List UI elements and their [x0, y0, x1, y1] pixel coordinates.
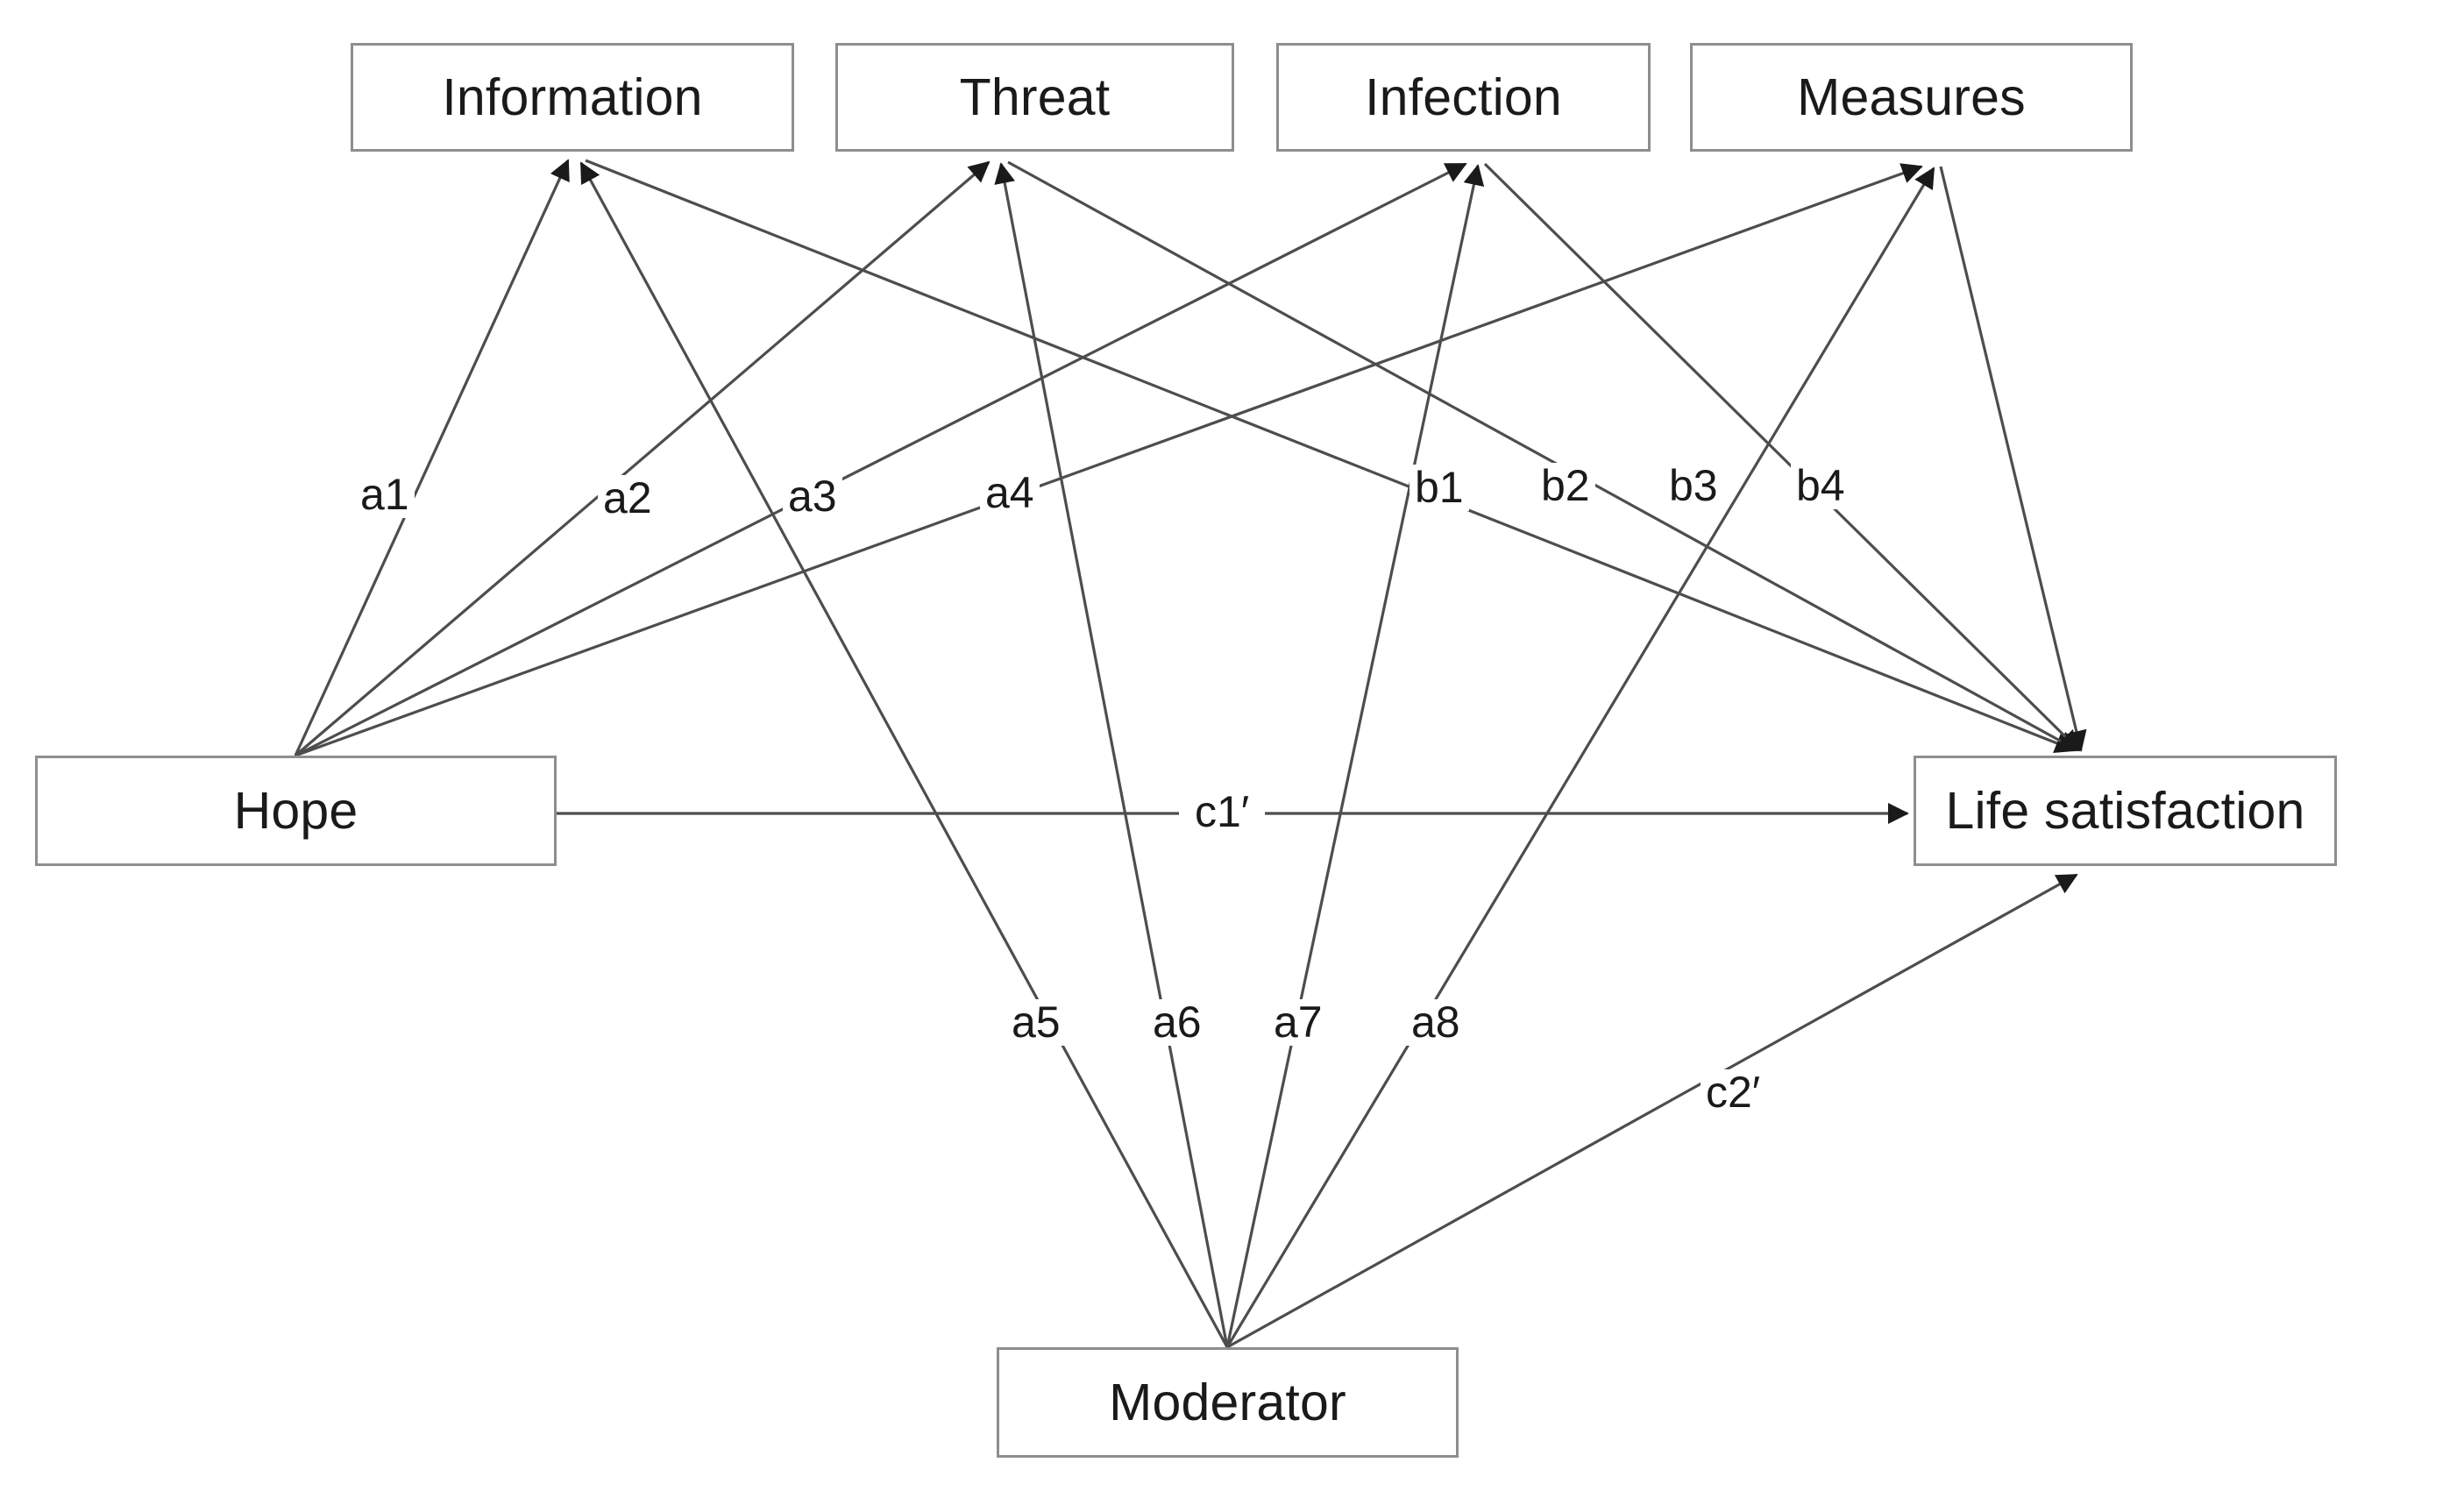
- path-label-b4: b4: [1791, 463, 1850, 509]
- path-label-a6: a6: [1147, 999, 1207, 1046]
- edge-hope-measures: [295, 163, 1923, 757]
- edge-moderator-life: [1226, 873, 2078, 1349]
- node-hope-label: Hope: [233, 782, 359, 840]
- path-label-a7: a7: [1268, 999, 1328, 1046]
- node-hope[interactable]: Hope: [35, 756, 557, 866]
- edge-threat-life: [1007, 160, 2079, 752]
- edge-moderator-measures: [1225, 167, 1935, 1348]
- node-moderator[interactable]: Moderator: [997, 1347, 1459, 1458]
- node-information[interactable]: Information: [351, 43, 794, 152]
- edge-hope-information: [294, 159, 570, 756]
- node-moderator-label: Moderator: [1109, 1374, 1346, 1431]
- edge-infection-life: [1483, 162, 2081, 752]
- path-label-c2-prime: c2′: [1701, 1069, 1766, 1116]
- node-infection[interactable]: Infection: [1276, 43, 1651, 152]
- edge-measures-life: [1939, 166, 2087, 752]
- path-label-b2: b2: [1536, 463, 1595, 509]
- path-label-c1-prime: c1′: [1179, 789, 1266, 835]
- edge-information-life: [585, 159, 2077, 754]
- edge-hope-threat: [294, 160, 991, 757]
- path-label-b1: b1: [1410, 465, 1469, 511]
- node-life-satisfaction-label: Life satisfaction: [1945, 782, 2305, 840]
- edge-moderator-information: [579, 161, 1229, 1348]
- node-measures-label: Measures: [1797, 68, 2026, 126]
- path-label-a8: a8: [1406, 999, 1466, 1046]
- path-label-a2: a2: [598, 475, 657, 522]
- node-life-satisfaction[interactable]: Life satisfaction: [1914, 756, 2337, 866]
- node-threat[interactable]: Threat: [835, 43, 1234, 152]
- path-label-a4: a4: [980, 470, 1040, 516]
- path-label-a3: a3: [783, 473, 842, 520]
- node-infection-label: Infection: [1365, 68, 1562, 126]
- node-threat-label: Threat: [959, 68, 1111, 126]
- edge-moderator-threat: [994, 162, 1229, 1348]
- path-label-b3: b3: [1664, 463, 1723, 509]
- path-label-a1: a1: [355, 472, 415, 518]
- edge-moderator-infection: [1225, 164, 1485, 1348]
- path-label-a5: a5: [1006, 999, 1066, 1046]
- edge-hope-infection: [295, 162, 1467, 757]
- node-measures[interactable]: Measures: [1690, 43, 2133, 152]
- node-information-label: Information: [442, 68, 703, 126]
